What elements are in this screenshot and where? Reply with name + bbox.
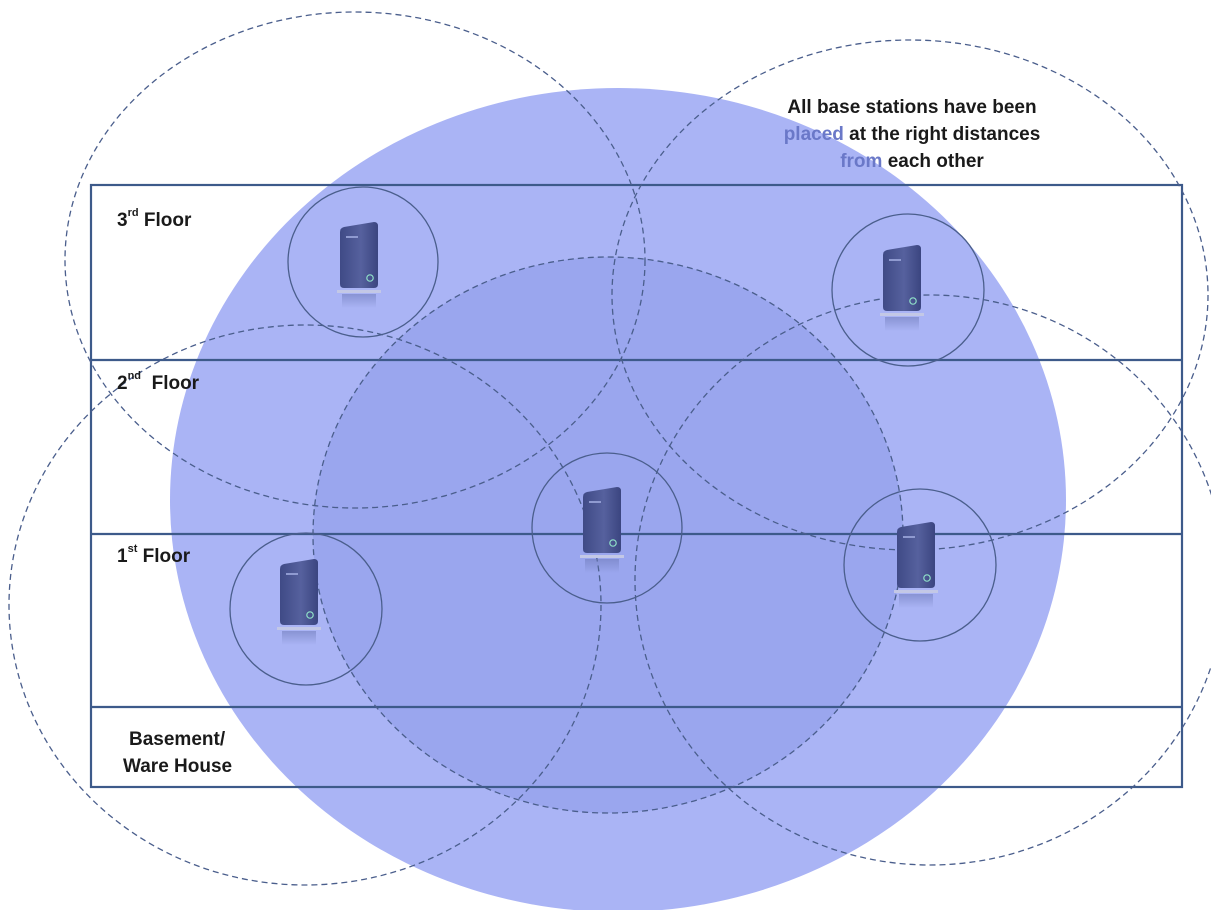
station-circle-first-right bbox=[843, 488, 997, 642]
floor-label-second: 2nd Floor bbox=[117, 370, 200, 395]
floor-label-basement: Basement/ Ware House bbox=[123, 726, 232, 780]
floor-number: 1 bbox=[117, 546, 128, 567]
floor-ordinal: nd bbox=[127, 370, 142, 382]
floor-ordinal: st bbox=[127, 543, 138, 555]
building-outline bbox=[89, 183, 1184, 789]
building-floors bbox=[89, 183, 1184, 789]
note-highlight-from: from bbox=[840, 151, 883, 172]
note-line-2: placed at the right distances bbox=[742, 121, 1082, 148]
floor-word: Floor bbox=[138, 210, 192, 231]
dect-base-station-icon bbox=[579, 486, 625, 574]
range-circle-first-right bbox=[634, 294, 1211, 866]
station-circle-third-right bbox=[831, 213, 985, 367]
floor-word: Floor bbox=[141, 373, 200, 394]
basement-line-1: Basement/ bbox=[129, 729, 226, 750]
floor-number: 3 bbox=[117, 210, 128, 231]
floor-ordinal: rd bbox=[127, 207, 139, 219]
dect-base-station-icon bbox=[336, 221, 382, 309]
note-line-3-rest: each other bbox=[882, 151, 984, 172]
note-line-3: from each other bbox=[742, 148, 1082, 175]
station-circles bbox=[229, 186, 997, 686]
note-highlight-placed: placed bbox=[783, 124, 844, 145]
range-circle-first-left bbox=[8, 324, 602, 886]
placement-note: All base stations have been placed at th… bbox=[742, 94, 1082, 175]
dect-base-station-icon bbox=[276, 558, 322, 646]
dect-base-station-icon bbox=[893, 521, 939, 609]
floor-word: Floor bbox=[137, 546, 191, 567]
floor-label-third: 3rd Floor bbox=[117, 207, 192, 232]
floor-label-first: 1st Floor bbox=[117, 543, 191, 568]
range-circle-third-left bbox=[64, 11, 646, 509]
station-circle-third-left bbox=[287, 186, 439, 338]
note-line-2-rest: at the right distances bbox=[843, 124, 1041, 145]
basement-line-2: Ware House bbox=[123, 756, 233, 777]
note-line-1: All base stations have been bbox=[787, 97, 1037, 118]
floor-number: 2 bbox=[117, 373, 128, 394]
dect-base-station-icon bbox=[879, 244, 925, 332]
station-circle-center bbox=[531, 452, 683, 604]
station-circle-first-left bbox=[229, 532, 383, 686]
